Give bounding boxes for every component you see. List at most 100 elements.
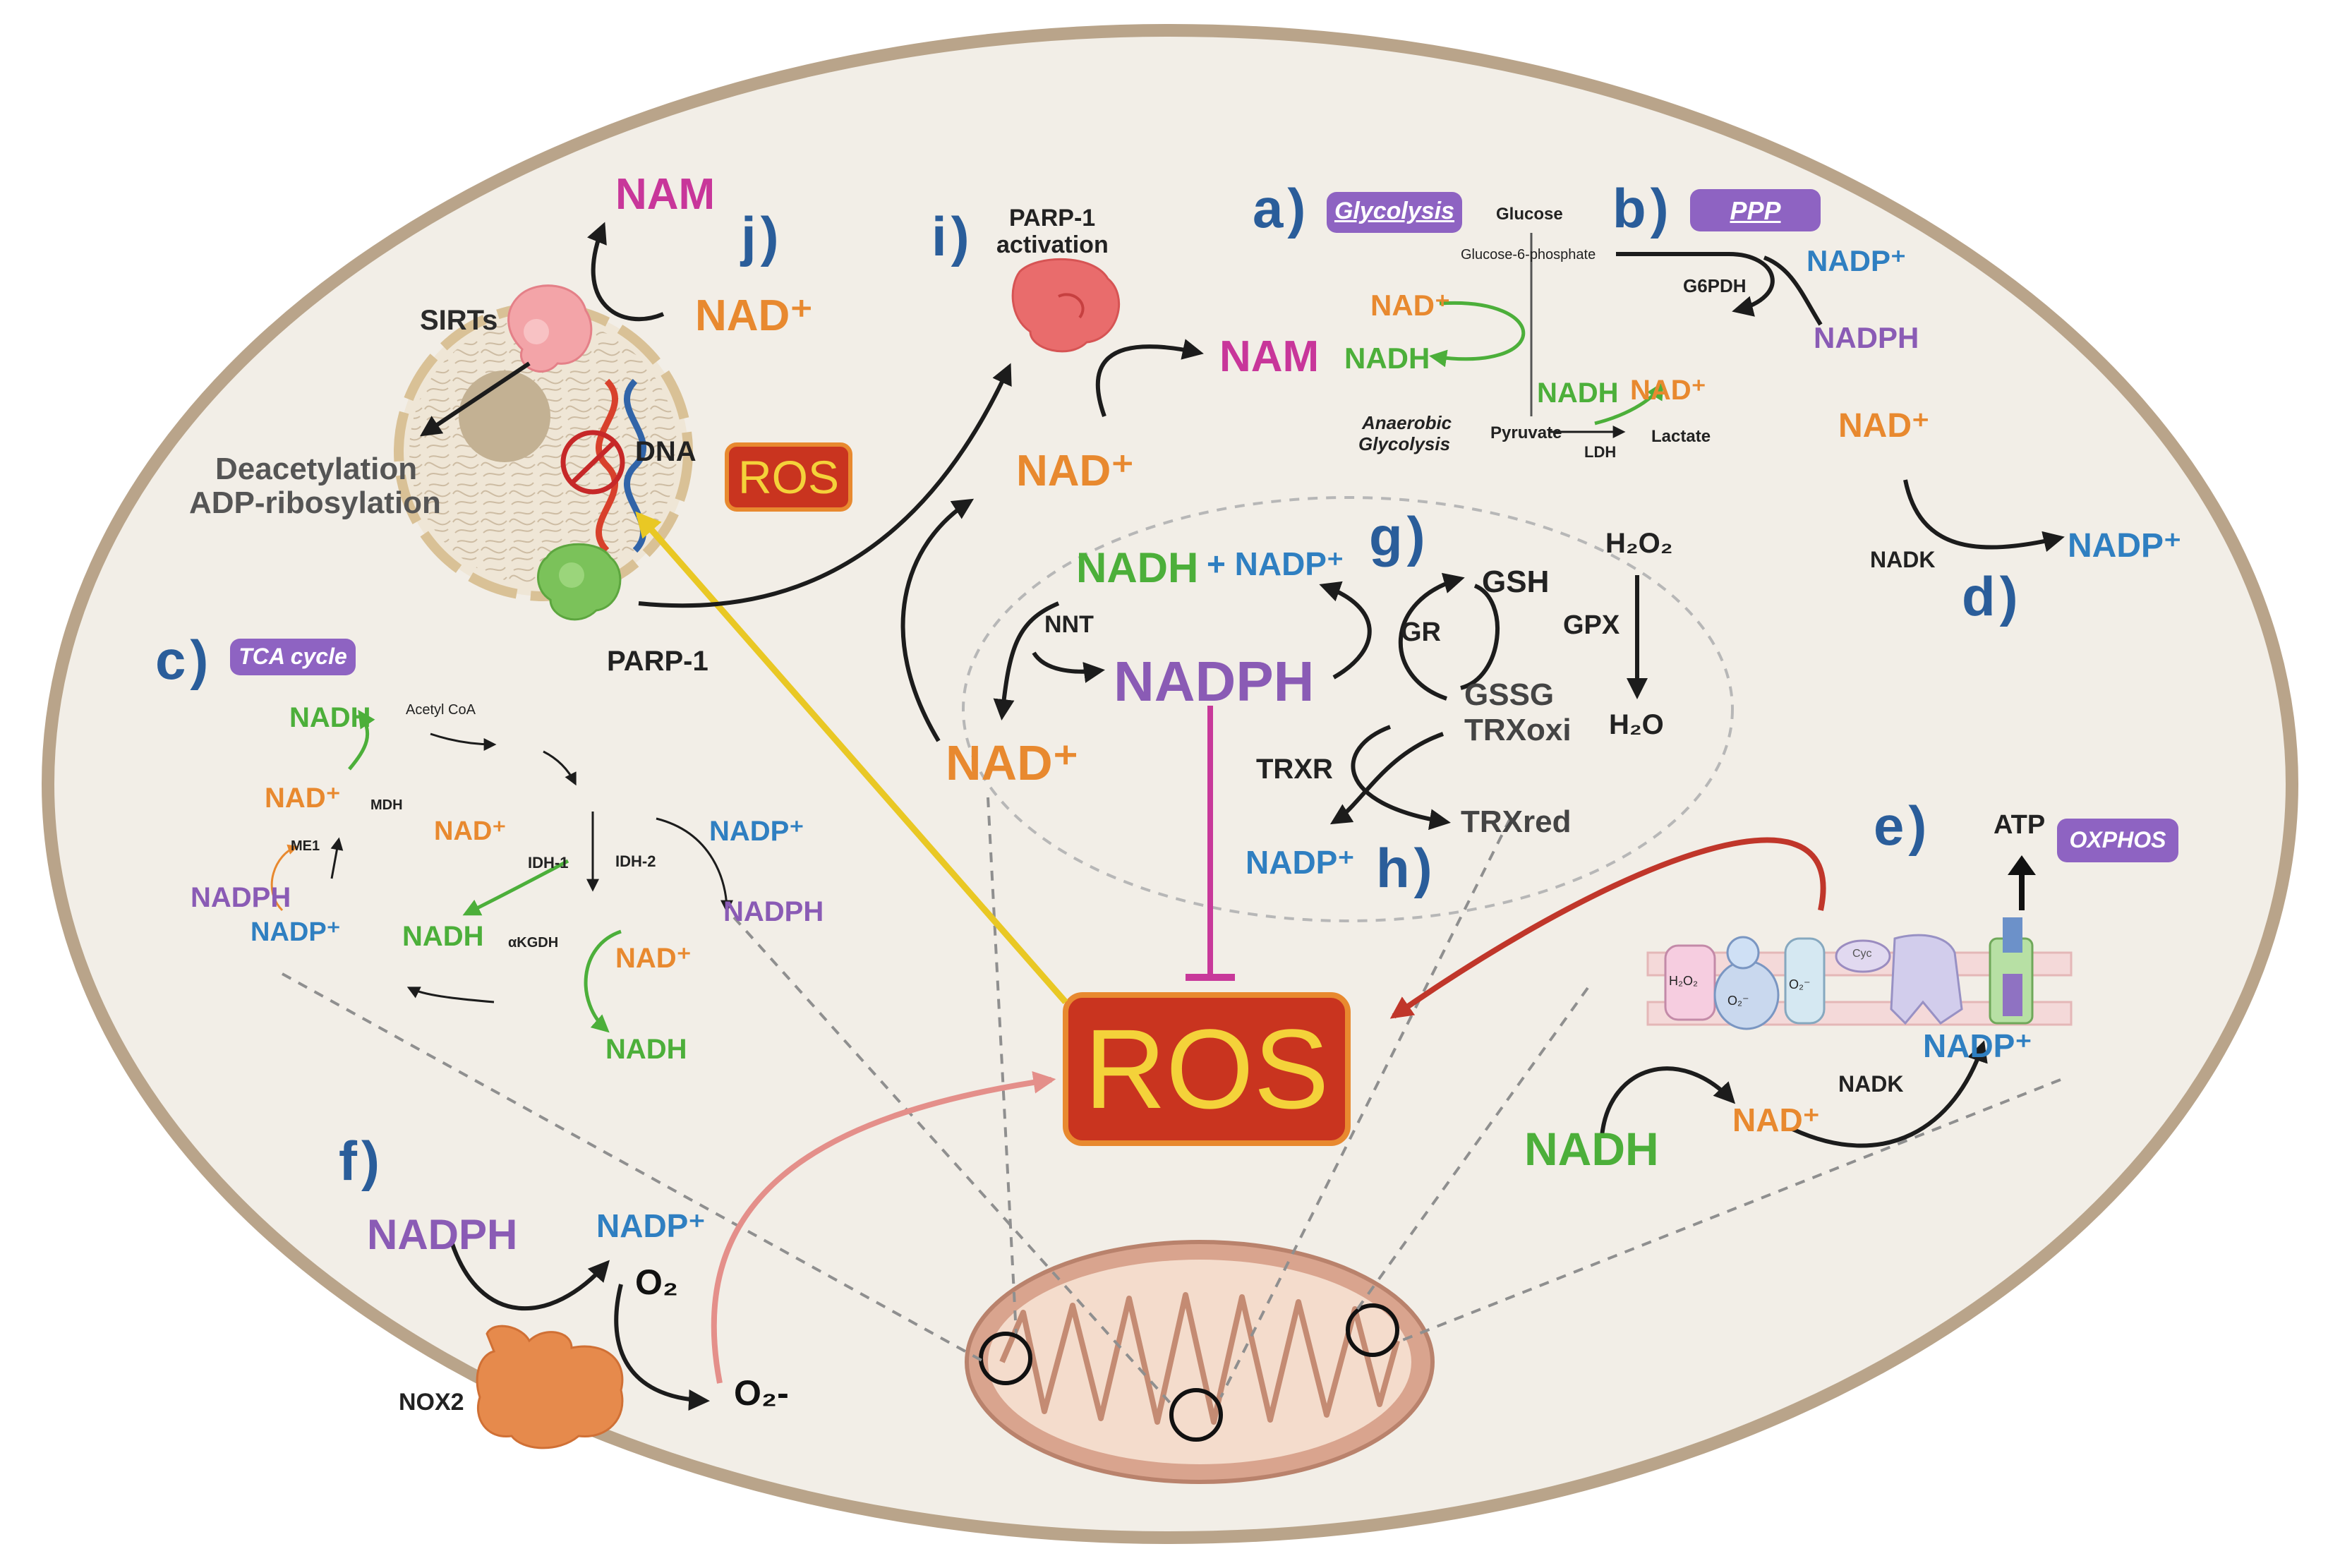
- nadk-label-d: NADK: [1870, 547, 1936, 572]
- o2-etc-a: O₂⁻: [1727, 994, 1749, 1008]
- tag-glycolysis-text: Glycolysis: [1334, 198, 1455, 224]
- trxred-label: TRXred: [1461, 804, 1572, 839]
- etc-membrane: [1646, 855, 2073, 1030]
- parp1-activation-line2: activation: [996, 231, 1109, 258]
- h2o-label: H₂O: [1609, 709, 1664, 740]
- nadph-inhibits-ros: [1186, 706, 1235, 981]
- me1-label: ME1: [291, 838, 320, 854]
- mitochondrion-icon: [965, 1240, 1435, 1484]
- label-b: b): [1612, 177, 1673, 239]
- nam-nucleus: NAM: [615, 170, 716, 219]
- pink-superoxide-ros-arrow: [711, 1071, 1056, 1384]
- nam-parp: NAM: [1219, 332, 1320, 381]
- yellow-ros-dna-arrow: [635, 511, 1068, 1004]
- anaerobic-line1: Anaerobic: [1362, 412, 1452, 433]
- lactate-label: Lactate: [1651, 427, 1711, 446]
- nadph-central: NADPH: [1114, 650, 1315, 713]
- deacetylation-label: Deacetylation: [215, 452, 418, 486]
- gssg-label: GSSG: [1464, 677, 1555, 712]
- ros-nucleus-text: ROS: [737, 451, 840, 503]
- g6pdh-label: G6PDH: [1683, 275, 1747, 296]
- nadp-tca-left: NADP⁺: [251, 917, 341, 947]
- sirts-protein-icon: [507, 284, 593, 373]
- idh1-label: IDH-1: [528, 854, 569, 872]
- nad-tca-mid: NAD⁺: [434, 816, 507, 846]
- tag-ppp-text: PPP: [1730, 196, 1781, 225]
- anaerobic-line2: Glycolysis: [1358, 433, 1451, 454]
- label-d: d): [1962, 565, 2022, 627]
- label-g: g): [1369, 505, 1430, 567]
- sirts-label: SIRTs: [420, 305, 498, 336]
- nad-nucleus: NAD⁺: [695, 291, 814, 340]
- nnt-label: NNT: [1044, 611, 1094, 638]
- gr-label: GR: [1401, 617, 1441, 647]
- o2-etc-b: O₂⁻: [1789, 977, 1811, 991]
- adp-ribosylation-label: ADP-ribosylation: [189, 486, 441, 520]
- nad-oxphos: NAD⁺: [1732, 1102, 1820, 1138]
- nadh-tca-top: NADH: [289, 702, 371, 733]
- nadph-nox: NADPH: [367, 1211, 518, 1258]
- nadh-tca-mid: NADH: [402, 921, 484, 952]
- nad-tca-left: NAD⁺: [265, 783, 341, 814]
- nad-glycolysis: NAD⁺: [1370, 289, 1451, 322]
- label-j: j): [741, 205, 783, 267]
- nad-tca-bottom: NAD⁺: [615, 943, 692, 974]
- nadp-ppp: NADP⁺: [1807, 244, 1907, 277]
- idh2-label: IDH-2: [615, 852, 656, 870]
- ldh-label: LDH: [1584, 443, 1617, 461]
- nadp-nox: NADP⁺: [596, 1207, 706, 1244]
- h2o2-etc: H₂O₂: [1669, 974, 1698, 988]
- label-i: i): [931, 205, 974, 267]
- mdh-label: MDH: [370, 797, 403, 813]
- parp1-activation-icon: [1011, 258, 1120, 353]
- parp1-nuclear-icon: [537, 543, 622, 621]
- nadh-oxphos: NADH: [1524, 1123, 1659, 1175]
- tag-tca: [230, 639, 356, 675]
- nadp-tca-right: NADP⁺: [709, 816, 804, 847]
- parp1-activation-line1: PARP-1: [1009, 205, 1096, 231]
- nadph-tca-right: NADPH: [723, 896, 824, 927]
- dashed-guides: [282, 496, 2061, 1406]
- nad-nadk: NAD⁺: [1838, 407, 1930, 445]
- o2-nox: O₂: [635, 1262, 679, 1302]
- akgdh-label: αKGDH: [508, 935, 559, 951]
- label-f: f): [339, 1130, 384, 1192]
- gsh-label: GSH: [1482, 565, 1550, 599]
- label-a: a): [1253, 177, 1310, 239]
- tag-ppp: [1690, 189, 1821, 231]
- nox2-label: NOX2: [399, 1389, 464, 1416]
- trxr-label: TRXR: [1256, 754, 1333, 785]
- nadh-tca-bottom: NADH: [605, 1034, 687, 1065]
- h2o2-label: H₂O₂: [1605, 528, 1673, 559]
- reaction-arrows: [420, 222, 2065, 1411]
- parp1-label: PARP-1: [607, 646, 708, 677]
- ros-main-text: ROS: [1084, 1006, 1329, 1132]
- trxoxi-label: TRXoxi: [1464, 713, 1572, 747]
- nadk-label-e: NADK: [1838, 1071, 1904, 1097]
- ros-main-box: [1063, 992, 1351, 1146]
- cyc-label: Cyc: [1852, 948, 1872, 960]
- nadp-nadk: NADP⁺: [2068, 527, 2182, 565]
- nadh-arrows: [348, 301, 1664, 1033]
- nadh-ldh: NADH: [1537, 378, 1619, 409]
- nadph-tca-left: NADPH: [191, 882, 291, 913]
- ros-nucleus-box: [725, 442, 852, 512]
- nox2-enzyme-icon: [476, 1325, 624, 1449]
- tag-oxphos: [2057, 819, 2178, 862]
- dna-label: DNA: [635, 436, 696, 467]
- superoxide-label: O₂-: [734, 1373, 789, 1413]
- tca-cycle-arrows: [270, 732, 733, 1003]
- tag-oxphos-text: OXPHOS: [2069, 827, 2166, 852]
- pyruvate-label: Pyruvate: [1490, 423, 1562, 442]
- nad-central: NAD⁺: [946, 735, 1079, 790]
- nadph-ppp: NADPH: [1814, 321, 1919, 354]
- nad-parp: NAD⁺: [1016, 447, 1135, 495]
- gpx-label: GPX: [1563, 610, 1620, 640]
- nad-ldh: NAD⁺: [1630, 375, 1706, 406]
- atp-label: ATP: [1994, 810, 2046, 840]
- glucose-label: Glucose: [1496, 205, 1563, 224]
- nadh-nnt: NADH: [1076, 544, 1199, 591]
- nadh-glycolysis: NADH: [1344, 342, 1430, 375]
